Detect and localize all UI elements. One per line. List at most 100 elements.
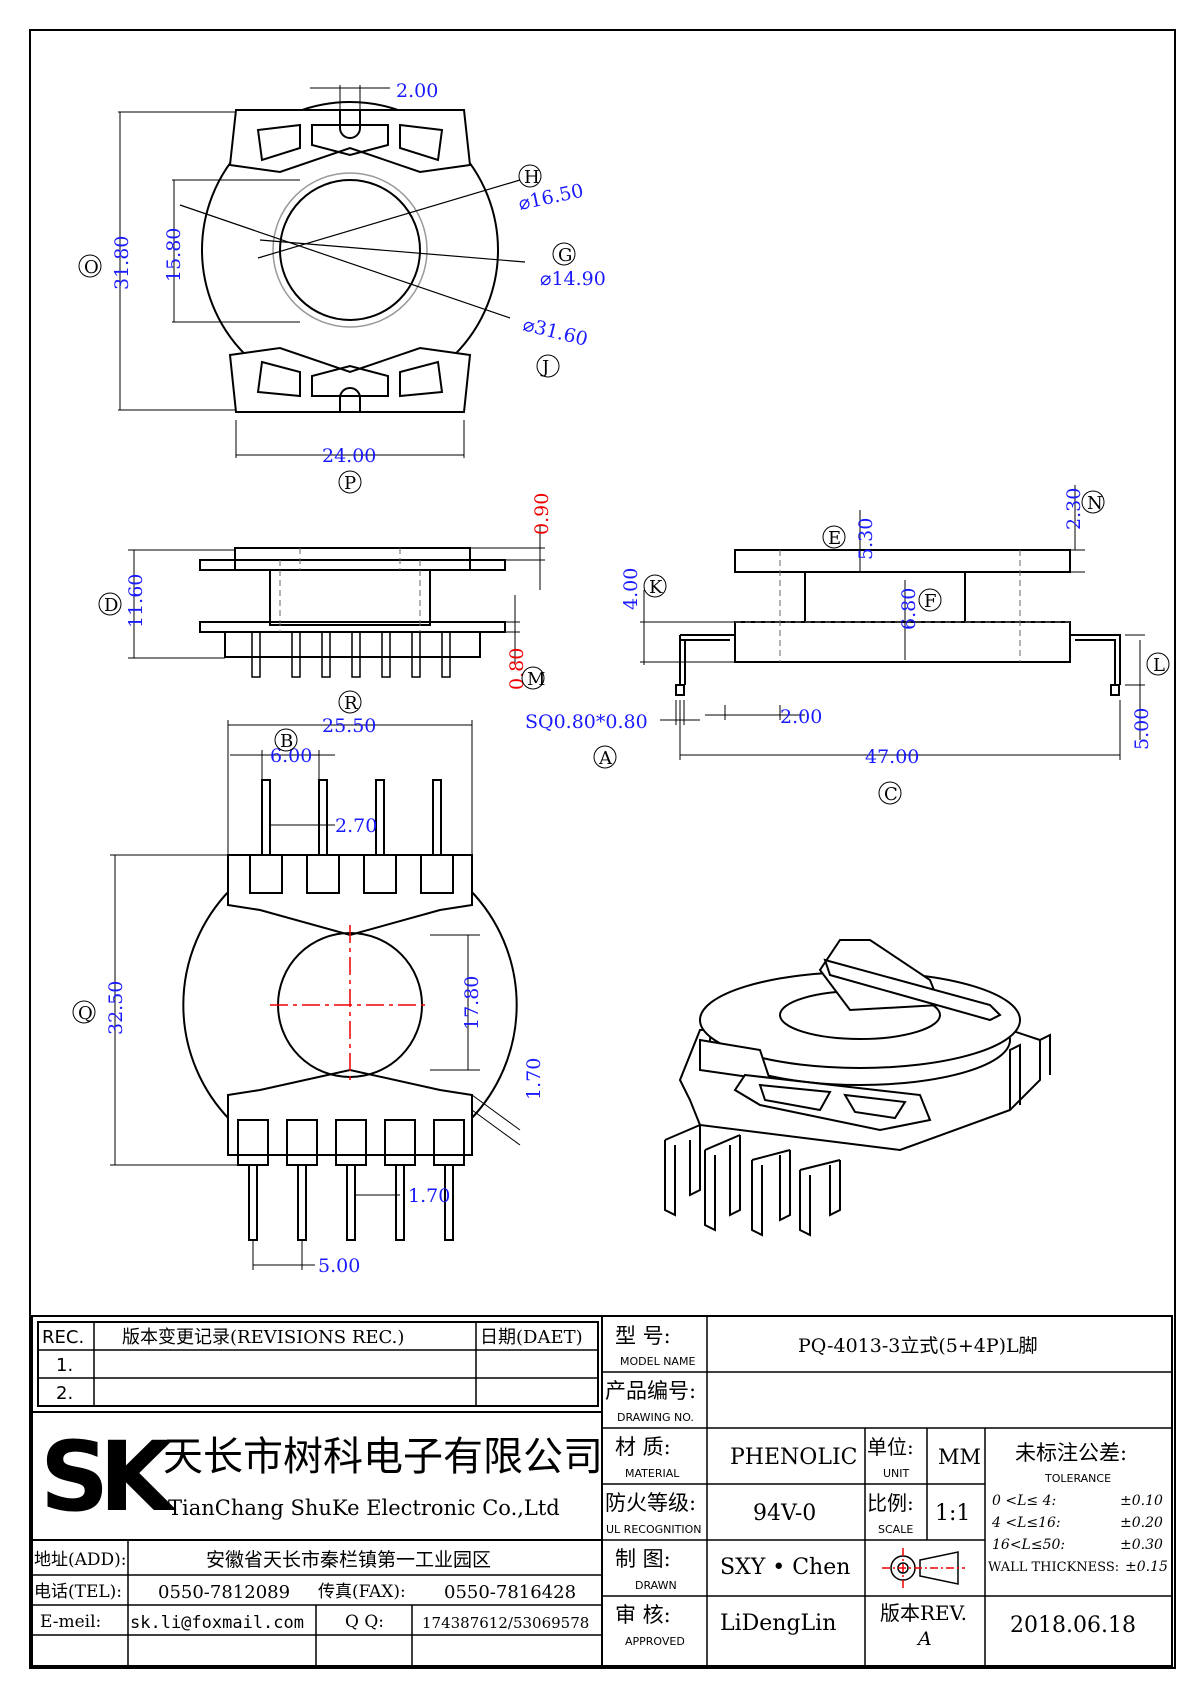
rev-col-rec: REC. xyxy=(42,1327,84,1348)
tel-value: 0550-7812089 xyxy=(158,1582,290,1603)
svg-text:H: H xyxy=(524,167,540,188)
rev-value: A xyxy=(916,1628,932,1650)
dim-top-pin-pitch: 6.00 xyxy=(270,745,312,767)
dim-flange-gap: 1.70 xyxy=(523,1058,545,1100)
email-label: E-meil: xyxy=(40,1612,101,1632)
fax-label: 传真(FAX): xyxy=(318,1582,406,1602)
svg-text:P: P xyxy=(344,473,356,494)
callout-G: G xyxy=(552,242,576,266)
model-label-cn: 型 号: xyxy=(615,1324,671,1348)
approved-label-en: APPROVED xyxy=(625,1635,685,1648)
svg-text:M: M xyxy=(527,669,545,690)
callout-K: K xyxy=(643,574,667,598)
top-view xyxy=(118,85,526,458)
approved-value: LiDengLin xyxy=(720,1611,836,1636)
drawing-no-label-cn: 产品编号: xyxy=(605,1379,696,1403)
drawn-label-en: DRAWN xyxy=(635,1579,677,1592)
rev-row-2: 2. xyxy=(56,1383,73,1404)
drawn-value: SXY • Chen xyxy=(720,1555,850,1580)
rev-col-date: 日期(DAET) xyxy=(480,1327,583,1348)
drawing-frame xyxy=(29,29,1176,1669)
dim-pin-gap: 2.70 xyxy=(335,815,377,837)
callout-N: N xyxy=(1081,490,1105,514)
callout-L: L xyxy=(1146,652,1170,676)
company-name-cn: 天长市树科电子有限公司 xyxy=(163,1434,603,1480)
callout-H: H xyxy=(518,164,542,188)
dim-flange-diameter: ⌀31.60 xyxy=(521,314,590,351)
rev-col-desc: 版本变更记录(REVISIONS REC.) xyxy=(122,1327,404,1348)
tolerance-title: 未标注公差: xyxy=(1015,1441,1127,1465)
svg-text:A: A xyxy=(598,748,613,769)
tolerance-en: TOLERANCE xyxy=(1044,1472,1111,1485)
callout-P: P xyxy=(338,470,362,494)
dim-flange-thickness: 0.90 xyxy=(531,493,553,535)
model-label-en: MODEL NAME xyxy=(620,1355,695,1368)
callout-C: C xyxy=(878,781,902,805)
date-value: 2018.06.18 xyxy=(1010,1613,1136,1638)
svg-text:F: F xyxy=(924,591,937,612)
tolerance-range-1: 0 <L≤ 4: xyxy=(992,1493,1056,1509)
callout-Q: Q xyxy=(72,1000,96,1024)
end-view xyxy=(640,485,1145,760)
drawing-no-label-en: DRAWING NO. xyxy=(617,1411,694,1424)
qq-value: 174387612/53069578 xyxy=(422,1614,589,1632)
tolerance-value-1: ±0.10 xyxy=(1120,1493,1163,1509)
svg-text:L: L xyxy=(1153,655,1165,676)
tolerance-value-2: ±0.20 xyxy=(1120,1515,1163,1531)
svg-text:D: D xyxy=(104,595,118,616)
svg-text:O: O xyxy=(84,257,99,278)
email-value: sk.li@foxmail.com xyxy=(130,1613,304,1633)
ul-value: 94V-0 xyxy=(753,1501,816,1526)
dim-pin-pitch: 2.00 xyxy=(780,706,822,728)
callout-B: B xyxy=(274,728,298,752)
svg-text:N: N xyxy=(1087,493,1103,514)
scale-label-en: SCALE xyxy=(878,1523,913,1536)
svg-text:G: G xyxy=(558,245,572,266)
fax-value: 0550-7816428 xyxy=(444,1582,576,1603)
dim-window-height: 15.80 xyxy=(163,228,185,282)
dim-base-thickness: 0.80 xyxy=(506,648,528,690)
tolerance-range-2: 4 <L≤16: xyxy=(991,1515,1061,1531)
ul-label-en: UL RECOGNITION xyxy=(606,1523,701,1536)
callout-A: A xyxy=(593,745,617,769)
bottom-view xyxy=(110,720,521,1270)
unit-value: MM xyxy=(938,1445,981,1469)
unit-label-cn: 单位: xyxy=(867,1435,914,1459)
scale-value: 1:1 xyxy=(935,1501,970,1526)
dim-pin-length: 5.00 xyxy=(1131,708,1153,750)
side-view xyxy=(128,525,545,678)
dim-pin-width: 1.70 xyxy=(408,1185,450,1207)
tolerance-value-4: ±0.15 xyxy=(1125,1559,1168,1575)
callout-E: E xyxy=(822,525,846,549)
dim-side-height: 11.60 xyxy=(125,574,147,628)
dim-bottom-pin-pitch: 5.00 xyxy=(318,1255,360,1277)
callout-F: F xyxy=(918,588,942,612)
rev-label: 版本REV. xyxy=(880,1601,967,1625)
svg-text:J: J xyxy=(540,357,549,378)
svg-text:C: C xyxy=(884,784,898,805)
dim-overall-width: 24.00 xyxy=(322,445,376,467)
qq-label: Q Q: xyxy=(345,1612,384,1632)
scale-label-cn: 比例: xyxy=(867,1491,914,1515)
company-name-en: TianChang ShuKe Electronic Co.,Ltd xyxy=(168,1496,560,1520)
address-label: 地址(ADD): xyxy=(34,1550,127,1570)
material-label-cn: 材 质: xyxy=(615,1435,671,1459)
unit-label-en: UNIT xyxy=(883,1467,910,1480)
projection-symbol-icon xyxy=(882,1548,965,1588)
dim-inner-diameter: ⌀14.90 xyxy=(540,268,606,290)
dim-bottom-width: 25.50 xyxy=(322,715,376,737)
dim-end-e: 5.30 xyxy=(855,518,877,560)
callout-M: M xyxy=(521,666,545,690)
dim-pin-square: SQ0.80*0.80 xyxy=(525,711,648,733)
dim-bottom-height: 32.50 xyxy=(105,981,127,1035)
callout-D: D xyxy=(98,592,122,616)
title-block xyxy=(31,1315,1173,1667)
tolerance-range-3: 16<L≤50: xyxy=(992,1537,1065,1553)
isometric-view xyxy=(664,939,1051,1237)
tolerance-list: 0 <L≤ 4: ±0.10 4 <L≤16: ±0.20 16<L≤50: ±… xyxy=(988,1493,1168,1575)
callout-R: R xyxy=(338,690,362,714)
address-value: 安徽省天长市秦栏镇第一工业园区 xyxy=(206,1549,491,1571)
company-logo: SK xyxy=(40,1421,177,1533)
tolerance-value-3: ±0.30 xyxy=(1120,1537,1163,1553)
drawn-label-cn: 制 图: xyxy=(615,1547,671,1571)
